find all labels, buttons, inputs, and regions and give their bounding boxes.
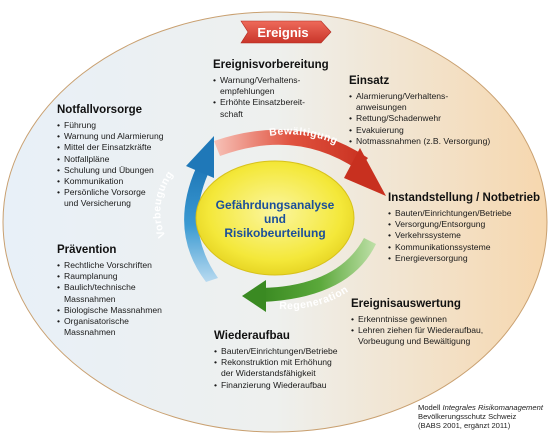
block-title: Notfallvorsorge (57, 104, 142, 116)
bullet-text: Energieversorgung (395, 252, 468, 263)
credit-prefix: Modell (418, 403, 443, 412)
bullet-text: Massnahmen (64, 327, 116, 338)
bullet-list: Alarmierung/Verhaltens-anweisungenRettun… (349, 91, 509, 147)
bullet-text: Führung (64, 120, 97, 130)
bullet-list: Rechtliche VorschriftenRaumplanungBaulic… (57, 260, 192, 338)
bullet-item: Lehren ziehen für Wiederaufbau,Vorbeugun… (351, 325, 526, 347)
bullet-item: Finanzierung Wiederaufbau (214, 380, 369, 391)
bullet-item: Evakuierung (349, 125, 509, 136)
bullet-text: Notmassnahmen (z.B. Versorgung) (356, 135, 491, 146)
bullet-text: Vorbeugung und Bewältigung (358, 336, 471, 347)
bullet-text: Bauten/Einrichtungen/Betriebe (221, 346, 338, 356)
bullet-item: Notfallpläne (57, 154, 197, 165)
bullet-text: Warnung/Verhaltens- (220, 75, 301, 85)
bullet-text: Mittel der Einsatzkräfte (64, 142, 152, 153)
bullet-item: Warnung/Verhaltens-empfehlungen (213, 75, 343, 97)
center-line-3: Risikobeurteilung (224, 226, 325, 240)
source-credit: Modell Integrales Risikomanagement Bevöl… (418, 403, 543, 430)
credit-italic: Integrales Risikomanagement (442, 403, 543, 412)
block-ereignisauswertung: EreignisauswertungErkenntnisse gewinnenL… (351, 298, 526, 348)
bullet-list: FührungWarnung und AlarmierungMittel der… (57, 120, 197, 210)
bullet-text: empfehlungen (220, 86, 275, 97)
bullet-item: Biologische Massnahmen (57, 305, 192, 316)
bullet-text: schaft (220, 108, 243, 119)
bullet-text: Rechtliche Vorschriften (64, 260, 152, 270)
bullet-text: Lehren ziehen für Wiederaufbau, (358, 325, 484, 336)
bullet-item: Warnung und Alarmierung (57, 131, 197, 142)
bullet-item: Schulung und Übungen (57, 165, 197, 176)
bullet-text: Verkehrssysteme (395, 230, 461, 241)
bullet-text: Warnung und Alarmierung (64, 131, 164, 142)
bullet-text: Versorgung/Entsorgung (395, 219, 486, 230)
event-label: Ereignis (257, 25, 308, 40)
block-title: Ereignisauswertung (351, 298, 461, 310)
bullet-text: Schulung und Übungen (64, 164, 154, 175)
bullet-item: Rettung/Schadenwehr (349, 113, 509, 124)
bullet-text: Kommunikationssysteme (395, 241, 491, 252)
bewaeltigung-arrow (214, 129, 386, 196)
bullet-text: Rekonstruktion mit Erhöhung (221, 357, 332, 368)
bullet-list: Warnung/Verhaltens-empfehlungenErhöhte E… (213, 75, 343, 120)
bullet-item: Raumplanung (57, 271, 192, 282)
credit-line-3: (BABS 2001, ergänzt 2011) (418, 421, 511, 430)
bullet-item: Verkehrssysteme (388, 230, 548, 241)
bullet-text: Erhöhte Einsatzbereit- (220, 97, 306, 108)
bullet-item: Erhöhte Einsatzbereit-schaft (213, 97, 343, 119)
bullet-text: Organisatorische (64, 316, 129, 327)
block-title: Einsatz (349, 75, 390, 87)
bullet-list: Erkenntnisse gewinnenLehren ziehen für W… (351, 314, 526, 348)
bullet-list: Bauten/Einrichtungen/BetriebeVersorgung/… (388, 208, 548, 264)
bullet-item: Führung (57, 120, 197, 131)
bullet-item: Alarmierung/Verhaltens-anweisungen (349, 91, 509, 113)
bullet-text: Biologische Massnahmen (64, 304, 162, 315)
bullet-text: Raumplanung (64, 271, 118, 282)
bullet-item: Erkenntnisse gewinnen (351, 314, 526, 325)
bullet-text: Rettung/Schadenwehr (356, 113, 442, 124)
bullet-text: Baulich/technische (64, 282, 136, 293)
bullet-item: Bauten/Einrichtungen/Betriebe (388, 208, 548, 219)
center-risk-assessment: Gefährdungsanalyse und Risikobeurteilung (195, 160, 355, 276)
bullet-list: Bauten/Einrichtungen/BetriebeRekonstrukt… (214, 346, 369, 391)
center-line-1: Gefährdungsanalyse (216, 198, 335, 212)
bullet-item: Kommunikationssysteme (388, 242, 548, 253)
bullet-item: Notmassnahmen (z.B. Versorgung) (349, 136, 509, 147)
bullet-text: der Widerstandsfähigkeit (221, 368, 316, 379)
bullet-text: Bauten/Einrichtungen/Betriebe (395, 208, 512, 218)
bullet-item: Energieversorgung (388, 253, 548, 264)
event-arrow: Ereignis (240, 20, 332, 44)
bullet-text: und Versicherung (64, 198, 131, 209)
bullet-text: Alarmierung/Verhaltens- (356, 91, 449, 101)
bullet-item: Versorgung/Entsorgung (388, 219, 548, 230)
bullet-item: Kommunikation (57, 176, 197, 187)
block-einsatz: EinsatzAlarmierung/Verhaltens-anweisunge… (349, 75, 509, 147)
regeneration-arrow (242, 238, 376, 312)
bullet-text: Erkenntnisse gewinnen (358, 314, 447, 324)
bullet-text: Massnahmen (64, 293, 116, 304)
bullet-text: Evakuierung (356, 124, 404, 135)
block-title: Prävention (57, 244, 117, 256)
block-wiederaufbau: WiederaufbauBauten/Einrichtungen/Betrieb… (214, 330, 369, 391)
block-title: Ereignisvorbereitung (213, 59, 329, 71)
block-notfallvorsorge: NotfallvorsorgeFührungWarnung und Alarmi… (57, 104, 197, 210)
bullet-text: Finanzierung Wiederaufbau (221, 379, 327, 390)
bullet-item: Mittel der Einsatzkräfte (57, 142, 197, 153)
bullet-text: Notfallpläne (64, 153, 110, 164)
bullet-item: Rechtliche Vorschriften (57, 260, 192, 271)
bullet-text: Kommunikation (64, 176, 124, 187)
bullet-text: Persönliche Vorsorge (64, 187, 146, 198)
block-instandstellung: Instandstellung / NotbetriebBauten/Einri… (388, 192, 548, 264)
block-praevention: PräventionRechtliche VorschriftenRaumpla… (57, 244, 192, 338)
credit-line-2: Bevölkerungsschutz Schweiz (418, 412, 517, 421)
bullet-item: Bauten/Einrichtungen/Betriebe (214, 346, 369, 357)
block-title: Wiederaufbau (214, 330, 290, 342)
block-title: Instandstellung / Notbetrieb (388, 192, 541, 204)
center-line-2: und (264, 212, 286, 226)
block-ereignisvorbereitung: EreignisvorbereitungWarnung/Verhaltens-e… (213, 59, 343, 120)
bullet-text: anweisungen (356, 102, 407, 113)
